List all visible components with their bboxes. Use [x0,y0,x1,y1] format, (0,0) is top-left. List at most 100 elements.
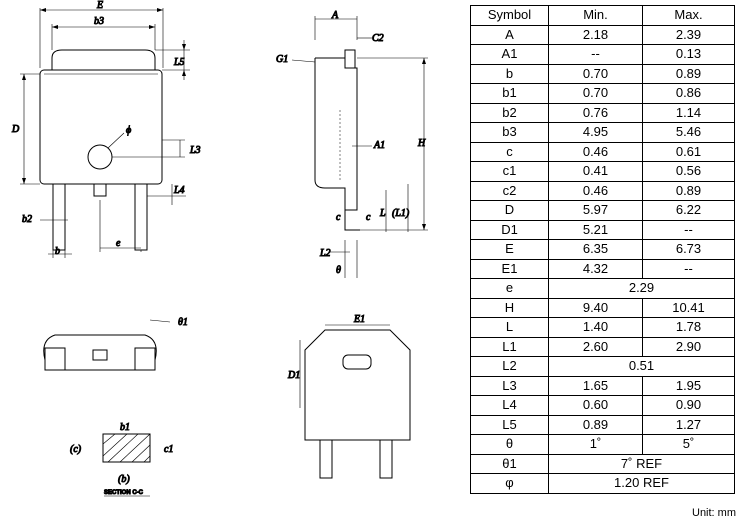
cell-symbol: b3 [470,122,549,143]
label-C2: C2 [372,33,384,44]
cell-symbol: L2 [470,356,549,377]
label-c1: c1 [164,444,173,455]
cell-min: 0.89 [548,414,643,435]
cell-max: 1.27 [642,414,735,435]
cell-max: 1.95 [642,375,735,396]
label-A1: A1 [373,140,385,151]
cell-max: 0.89 [642,63,735,84]
header-max: Max. [642,5,735,26]
cell-symbol: L [470,317,549,338]
cell-min: 0.46 [548,141,643,162]
cell-max: 0.86 [642,83,735,104]
cell-symbol: c1 [470,161,549,182]
cell-max: 5˚ [642,434,735,455]
cell-symbol: c [470,141,549,162]
label-e: e [116,238,121,249]
label-A: A [331,10,339,21]
cell-symbol: D1 [470,219,549,240]
cell-symbol: b2 [470,102,549,123]
cell-symbol: b1 [470,83,549,104]
label-b1: b1 [120,422,130,433]
cell-min: 4.95 [548,122,643,143]
cell-max: -- [642,219,735,240]
label-L: L [379,208,386,219]
label-theta: θ [336,265,341,276]
cell-symbol: L1 [470,336,549,357]
top-view: E b3 L5 D ϕ L3 [11,0,201,258]
label-G1: G1 [276,54,288,65]
cell-min: 0.76 [548,102,643,123]
cell-max: 0.56 [642,161,735,182]
cell-max: 0.90 [642,395,735,416]
cell-min: 6.35 [548,239,643,260]
label-phi: ϕ [126,125,131,136]
cell-max: -- [642,258,735,279]
cell-max: 2.90 [642,336,735,357]
cell-min: 0.60 [548,395,643,416]
package-outline-drawing: E b3 L5 D ϕ L3 [11,0,428,497]
label-L2: L2 [319,248,331,259]
label-E1: E1 [353,314,365,325]
cell-span: 7˚ REF [548,453,735,474]
cell-symbol: A1 [470,44,549,65]
cell-max: 2.39 [642,24,735,45]
label-b2: b2 [22,214,32,225]
cell-symbol: φ [470,473,549,494]
label-b3: b3 [94,16,104,27]
cell-min: 1˚ [548,434,643,455]
cell-min: 5.97 [548,200,643,221]
cell-span: 2.29 [548,278,735,299]
cell-min: 4.32 [548,258,643,279]
cell-min: 1.40 [548,317,643,338]
cell-symbol: L4 [470,395,549,416]
cell-symbol: D [470,200,549,221]
side-view: A C2 G1 A1 H c c L (L1) L2 θ [276,10,428,278]
cell-min: 0.46 [548,180,643,201]
cell-max: 6.73 [642,239,735,260]
label-H: H [417,138,426,149]
cell-min: 1.65 [548,375,643,396]
label-b: b [55,246,60,257]
cell-max: 0.61 [642,141,735,162]
cell-min: -- [548,44,643,65]
underside-view: E1 D1 [287,314,411,479]
cell-min: 2.60 [548,336,643,357]
label-E: E [96,0,103,11]
cell-max: 0.13 [642,44,735,65]
edge-view: θ1 [43,317,188,371]
table-header-row: Symbol Min. Max. [470,5,735,26]
cell-max: 6.22 [642,200,735,221]
cell-symbol: θ [470,434,549,455]
cell-max: 1.14 [642,102,735,123]
label-c-right: c [366,212,371,223]
label-c-paren: (c) [70,444,82,455]
cell-max: 5.46 [642,122,735,143]
cell-symbol: c2 [470,180,549,201]
label-theta1: θ1 [178,317,188,328]
cell-max: 1.78 [642,317,735,338]
table-row: A1--0.13 [470,44,735,65]
cell-span: 1.20 REF [548,473,735,494]
label-L4: L4 [173,185,185,196]
cell-min: 0.41 [548,161,643,182]
header-min: Min. [548,5,643,26]
cell-symbol: L5 [470,414,549,435]
